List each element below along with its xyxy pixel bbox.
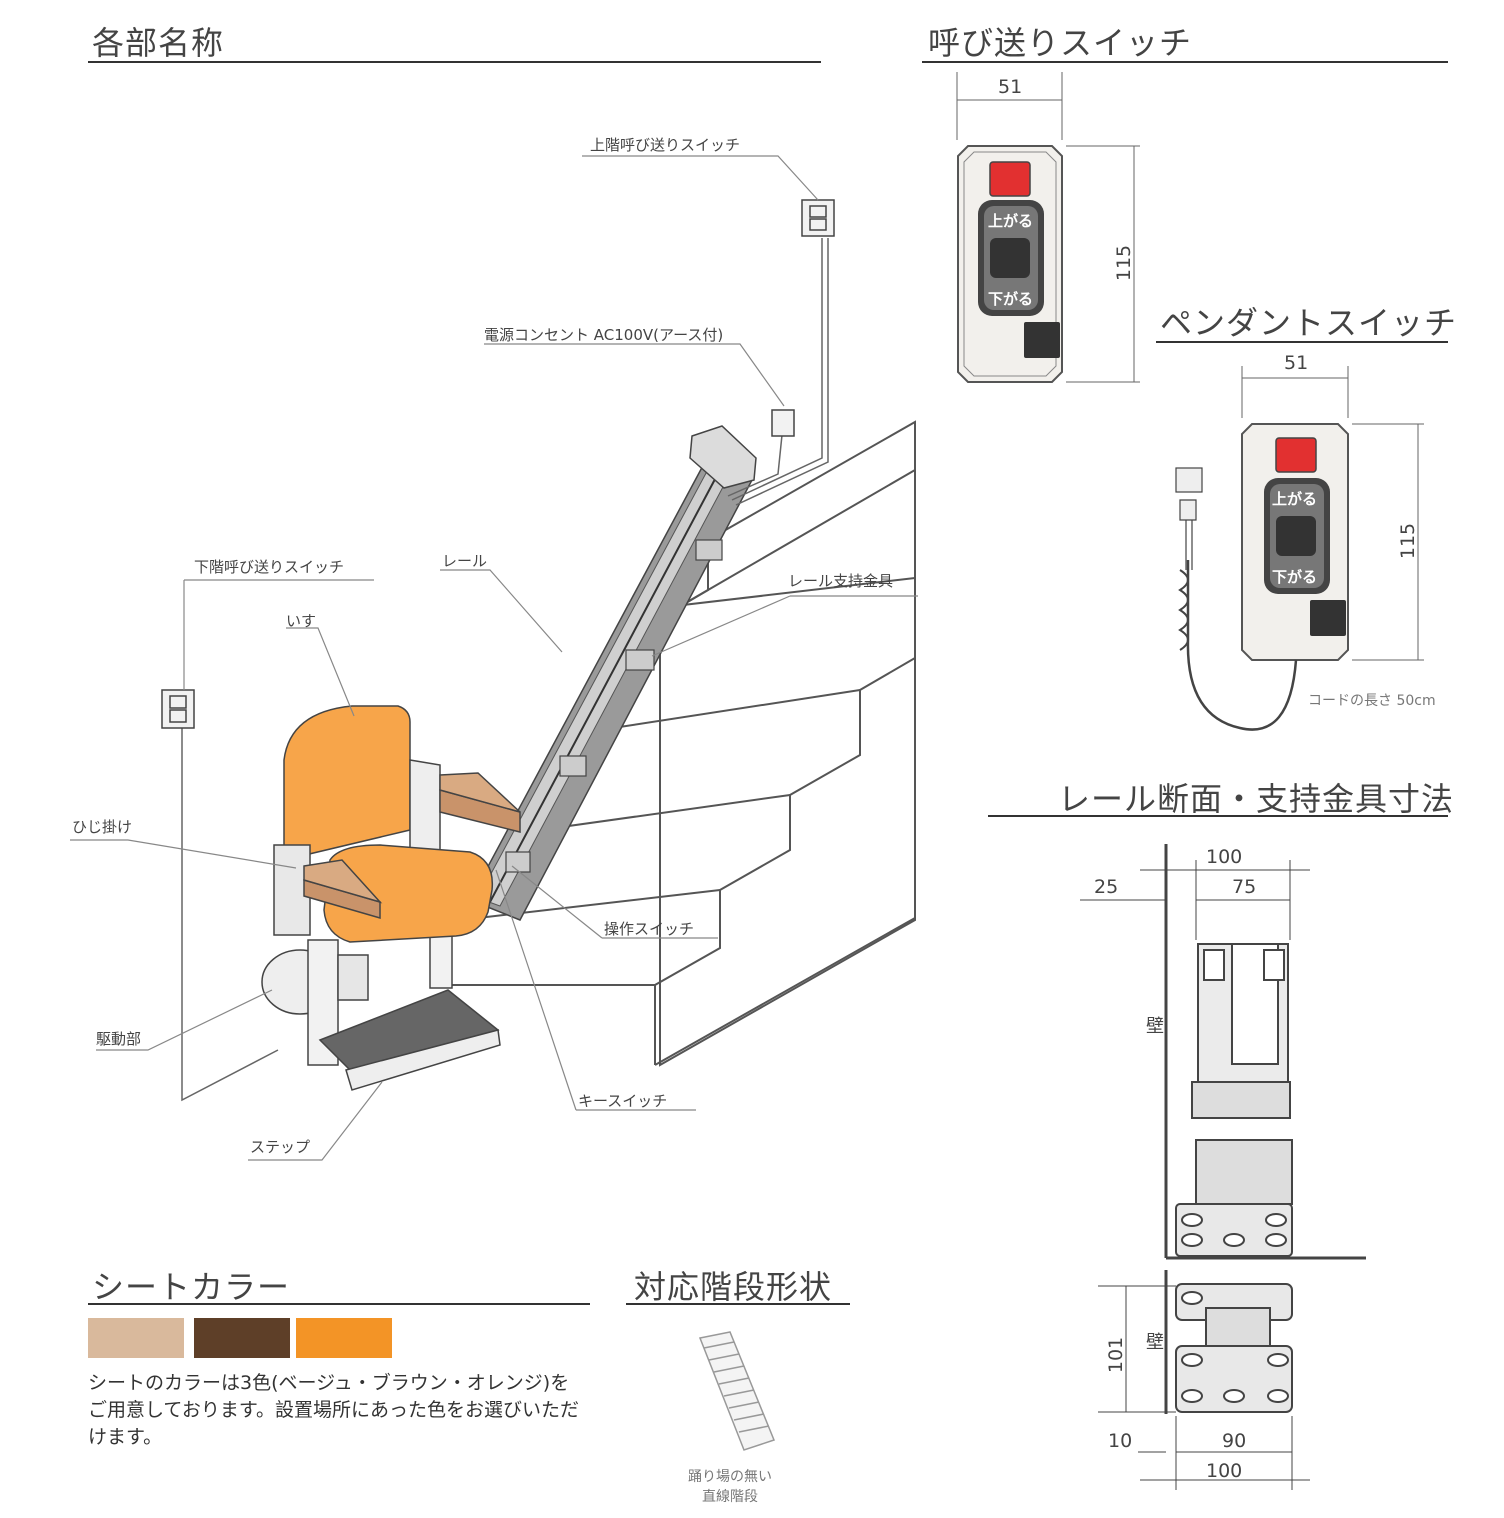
label-rail: レール [442, 552, 488, 570]
pendant-switch-down-label: 下がる [1272, 568, 1318, 586]
rail-profile [1175, 943, 1293, 1257]
leader-lines [70, 155, 918, 1161]
stair-caption-line2: 直線階段 [702, 1489, 758, 1505]
label-operation-switch: 操作スイッチ [604, 920, 695, 938]
rail-brackets [505, 539, 723, 873]
pendant-switch-up-label: 上がる [1272, 490, 1318, 508]
stair-shape-underline [626, 1303, 850, 1305]
seat-color-description: シートのカラーは3色(ベージュ・ブラウン・オレンジ)をご用意しております。設置場… [88, 1372, 579, 1448]
seat-color-underline [88, 1303, 590, 1305]
swatch-beige [88, 1318, 184, 1358]
stair-shape-title: 対応階段形状 [634, 1268, 833, 1306]
lower-call-switch-box [161, 689, 195, 729]
call-switch-width: 51 [998, 76, 1023, 98]
chair [261, 705, 521, 1091]
rail-dim-bottom-offset: 10 [1108, 1430, 1133, 1452]
rail-wall-label-upper: 壁 [1143, 1016, 1164, 1034]
call-switch-underline [922, 61, 1448, 63]
rail-wall-label-lower: 壁 [1143, 1332, 1164, 1350]
pendant-cord [1178, 499, 1298, 731]
label-power-outlet: 電源コンセント AC100V(アース付) [484, 326, 724, 344]
rail-section-title: レール断面・支持金具寸法 [1058, 780, 1455, 818]
call-switch-title: 呼び送りスイッチ [928, 24, 1193, 62]
label-step: ステップ [250, 1138, 311, 1156]
stair-caption-line1: 踊り場の無い [688, 1469, 772, 1485]
call-switch-up-label: 上がる [988, 212, 1034, 230]
label-armrest: ひじ掛け [72, 818, 133, 836]
pendant-switch-body [1241, 423, 1349, 661]
label-key-switch: キースイッチ [578, 1092, 668, 1110]
bracket-plan [1175, 1283, 1293, 1413]
rail-dim-top-offset: 25 [1094, 876, 1119, 898]
label-drive-unit: 駆動部 [96, 1030, 142, 1048]
swatch-brown [194, 1318, 290, 1358]
call-switch-down-label: 下がる [988, 290, 1034, 308]
rail-dim-top-inner: 75 [1232, 876, 1257, 898]
pendant-switch-width: 51 [1284, 352, 1309, 374]
outlet-box [771, 409, 795, 437]
pendant-switch-underline [1156, 341, 1448, 343]
parts-names-underline [88, 61, 821, 63]
label-rail-bracket: レール支持金具 [788, 572, 894, 590]
rail [468, 425, 757, 921]
parts-names-title: 各部名称 [92, 24, 225, 62]
swatch-orange [296, 1318, 392, 1358]
staircase [430, 420, 916, 1067]
label-seat: いす [286, 612, 317, 630]
wiring [181, 238, 829, 1102]
call-switch-body [957, 145, 1063, 383]
pendant-cord-length: コードの長さ 50cm [1308, 693, 1436, 709]
rail-dim-bottom-total: 100 [1206, 1460, 1243, 1482]
rail-section-underline [988, 815, 1448, 817]
label-lower-call-switch: 下階呼び送りスイッチ [194, 558, 345, 576]
pendant-switch-title: ペンダントスイッチ [1160, 304, 1458, 342]
seat-color-title: シートカラー [92, 1268, 291, 1306]
label-upper-call-switch: 上階呼び送りスイッチ [590, 136, 741, 154]
rail-dim-top-total: 100 [1206, 846, 1243, 868]
rail-dim-bottom-inner: 90 [1222, 1430, 1247, 1452]
